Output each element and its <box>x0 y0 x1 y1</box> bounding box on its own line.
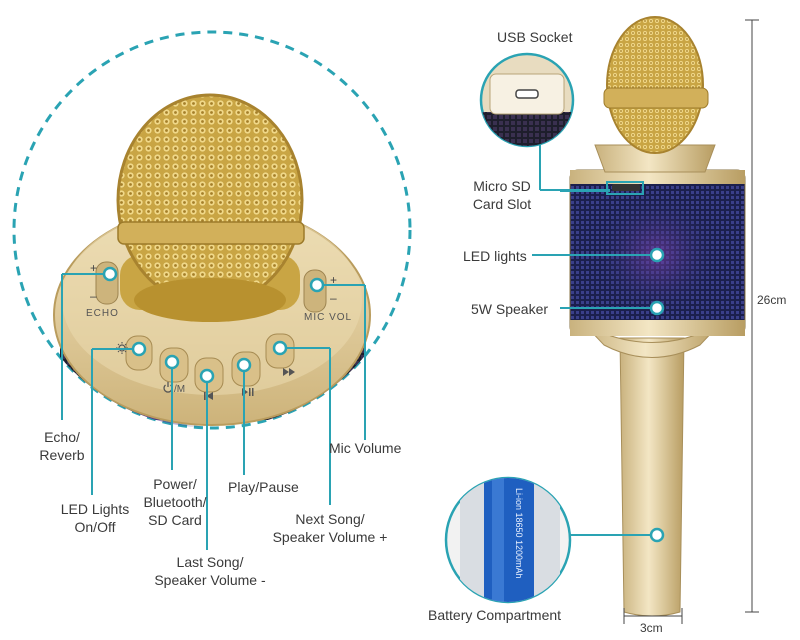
callout-dot-led <box>131 341 147 357</box>
micvol-text: MIC VOL <box>304 312 352 323</box>
callout-dot-micvol <box>309 277 325 293</box>
label-battery: Battery Compartment <box>428 607 562 623</box>
label-line: Reverb <box>39 447 85 463</box>
label-play-pause: Play/Pause <box>228 479 299 495</box>
previous-track-icon <box>204 392 213 400</box>
label-led-lights: LED lights <box>463 248 527 264</box>
label-line: Next Song/ <box>295 511 365 527</box>
micvol-minus: – <box>330 291 337 305</box>
label-mic-volume: Mic Volume <box>329 440 402 456</box>
label-speaker: 5W Speaker <box>471 301 549 317</box>
micvol-plus: + <box>330 273 337 287</box>
label-line: Card Slot <box>472 196 532 212</box>
label-micro-sd: Micro SD Card Slot <box>462 177 542 213</box>
label-next-song: Next Song/ Speaker Volume + <box>265 510 395 546</box>
label-line: Echo/ <box>44 429 80 445</box>
label-line: LED Lights <box>60 501 130 517</box>
callout-dot-power <box>164 354 180 370</box>
battery-print: Li-ion 18650 1200mAh <box>514 488 524 579</box>
callout-dot-echo <box>102 266 118 282</box>
label-led-onoff: LED Lights On/Off <box>55 500 135 536</box>
echo-plus: + <box>90 261 97 275</box>
callout-dot-led-lights <box>649 247 665 263</box>
callout-dot-play <box>236 357 252 373</box>
label-line: Micro SD <box>473 178 531 194</box>
label-height: 26cm <box>757 293 787 307</box>
label-usb-socket: USB Socket <box>497 29 573 45</box>
callout-dot-last <box>199 368 215 384</box>
svg-text:/M: /M <box>174 384 185 395</box>
label-line: Speaker Volume + <box>272 529 388 545</box>
echo-minus: – <box>90 289 97 303</box>
next-track-icon <box>283 368 295 376</box>
label-last-song: Last Song/ Speaker Volume - <box>145 553 275 589</box>
usb-port-icon <box>515 89 539 99</box>
sd-slot-callout-box <box>606 181 644 195</box>
label-line: Speaker Volume - <box>154 572 266 588</box>
battery-icon: Li-ion 18650 1200mAh <box>460 478 560 602</box>
label-width: 3cm <box>640 621 663 635</box>
callout-dot-battery <box>649 527 665 543</box>
label-line: Last Song/ <box>176 554 244 570</box>
label-line: Bluetooth/ <box>143 494 207 510</box>
label-line: Power/ <box>153 476 197 492</box>
callout-dot-speaker <box>649 300 665 316</box>
echo-text: ECHO <box>86 308 119 319</box>
label-power: Power/ Bluetooth/ SD Card <box>130 475 220 529</box>
label-line: On/Off <box>74 519 116 535</box>
callout-dot-next <box>272 340 288 356</box>
label-echo-reverb: Echo/ Reverb <box>22 428 102 464</box>
mic-top-closeup <box>53 93 371 428</box>
microphone-full <box>569 16 746 617</box>
zoom-circle <box>12 30 412 430</box>
label-line: SD Card <box>148 512 202 528</box>
